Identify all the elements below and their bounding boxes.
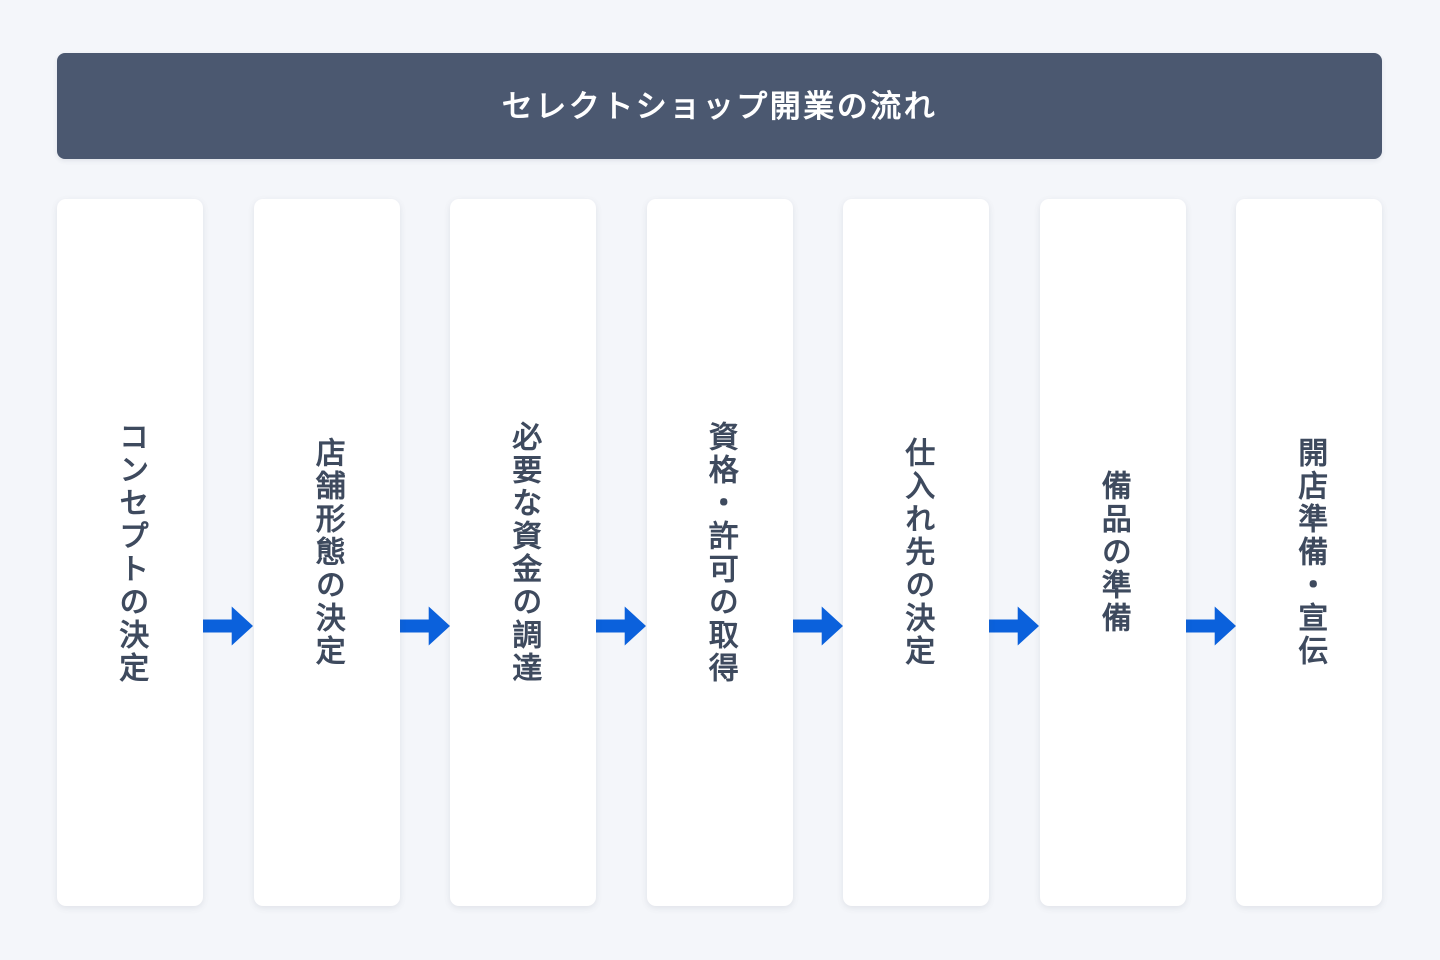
flow-step-card-2[interactable]: 店舗形態の決定	[253, 199, 400, 906]
flow-step-card-5[interactable]: 仕入れ先の決定	[843, 199, 989, 906]
flow-arrow-right-icon-1	[203, 603, 254, 649]
flow-arrow-right-icon-4	[792, 603, 843, 649]
flow-step-label-2: 店舗形態の決定	[310, 437, 344, 668]
flow-steps-row: コンセプトの決定 店舗形態の決定 必要な資金の調達 資格・許可の取得	[57, 199, 1382, 906]
flow-arrow-right-icon-2	[399, 603, 450, 649]
flow-step-label-5: 仕入れ先の決定	[900, 437, 934, 668]
flow-title-banner: セレクトショップ開業の流れ	[57, 53, 1382, 159]
flow-step-card-3[interactable]: 必要な資金の調達	[450, 199, 596, 906]
flow-arrow-right-icon-6	[1185, 603, 1236, 649]
flow-step-label-1: コンセプトの決定	[114, 420, 148, 685]
flow-step-label-4: 資格・許可の取得	[703, 420, 737, 685]
flow-step-card-1[interactable]: コンセプトの決定	[57, 199, 203, 906]
flow-step-label-7: 開店準備・宣伝	[1293, 437, 1327, 668]
flow-step-label-3: 必要な資金の調達	[507, 420, 541, 685]
flow-step-card-4[interactable]: 資格・許可の取得	[646, 199, 793, 906]
flow-arrow-right-icon-3	[596, 603, 647, 649]
page-title: セレクトショップ開業の流れ	[501, 88, 938, 124]
flow-step-label-6: 備品の準備	[1096, 470, 1130, 635]
flow-step-card-7[interactable]: 開店準備・宣伝	[1236, 199, 1382, 906]
flow-step-card-6[interactable]: 備品の準備	[1039, 199, 1186, 906]
flow-arrow-right-icon-5	[989, 603, 1040, 649]
